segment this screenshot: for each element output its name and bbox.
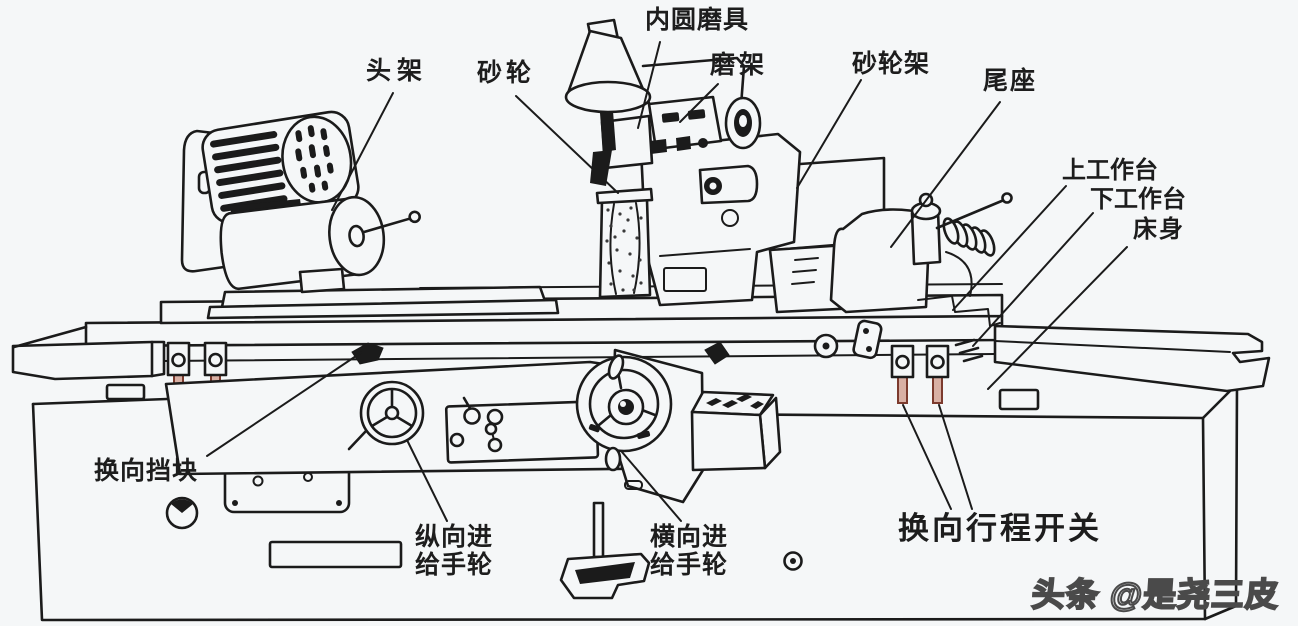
label-headstock: 头架: [366, 57, 429, 85]
panel-knob: [484, 422, 498, 436]
panel-knob: [449, 432, 465, 448]
label-longitudinal-feed-handwheel: 纵向进 给手轮: [415, 523, 494, 579]
label-bed: 床身: [1133, 216, 1185, 243]
panel-knob: [463, 407, 481, 425]
leader-bed: [987, 246, 1128, 390]
handwheel-handle: [347, 429, 368, 451]
tailstock-spring: [942, 217, 996, 257]
leader-wheel-head: [796, 79, 862, 189]
label-cross-feed-handwheel: 横向进 给手轮: [650, 523, 729, 579]
leader-upper-worktable: [952, 185, 1067, 311]
apron-drawing: [164, 360, 702, 476]
leader-travel-switch-2: [938, 404, 973, 510]
handwheel-knob: [607, 354, 625, 380]
headstock-spindle: [219, 195, 421, 291]
grinding-frame-drawing: [590, 95, 802, 307]
headstock-drawing: [180, 110, 560, 320]
label-tailstock: 尾座: [983, 67, 1038, 95]
leader-travel-switch-1: [902, 404, 952, 510]
reversing-dog: [351, 342, 384, 365]
internal-grinder-drawing: [590, 111, 654, 186]
label-upper-worktable: 上工作台: [1062, 157, 1158, 184]
cross-handwheel-drawing: [559, 348, 705, 600]
label-reversing-dog: 换向挡块: [94, 457, 199, 485]
leader-grinding-wheel: [515, 95, 619, 194]
longitudinal-handwheel-drawing: [347, 380, 425, 451]
leader-tailstock: [890, 101, 1001, 248]
panel-knob: [487, 437, 503, 453]
panel-knob: [486, 408, 504, 426]
leader-grinding-frame: [679, 83, 719, 123]
desk-lamp-icon: [564, 18, 746, 188]
leader-reversing-dog: [206, 351, 363, 457]
leader-cross-handwheel: [621, 451, 682, 522]
leader-internal-grinder: [637, 41, 661, 129]
leader-longitudinal-handwheel: [406, 439, 448, 522]
label-wheel-head: 砂轮架: [852, 50, 931, 78]
leader-lower-worktable: [972, 212, 1094, 347]
label-grinding-wheel: 砂轮: [477, 59, 536, 87]
label-lower-worktable: 下工作台: [1090, 186, 1186, 213]
label-grinding-frame: 磨架: [710, 51, 769, 79]
tailstock-drawing: [829, 192, 1013, 363]
leader-lines: [206, 41, 1128, 522]
headstock-motor: [201, 110, 360, 225]
leader-headstock: [331, 92, 394, 211]
watermark-toutiao: 头条 @是尧三皮: [1030, 575, 1282, 614]
table-right-extension: [993, 324, 1271, 393]
electrical-box-drawing: [690, 390, 782, 472]
label-internal-grinder: 内圆磨具: [645, 6, 750, 34]
label-reversing-travel-switch: 换向行程开关: [898, 511, 1102, 546]
reversing-dog: [704, 341, 730, 365]
grinding-wheel-drawing: [595, 187, 654, 299]
